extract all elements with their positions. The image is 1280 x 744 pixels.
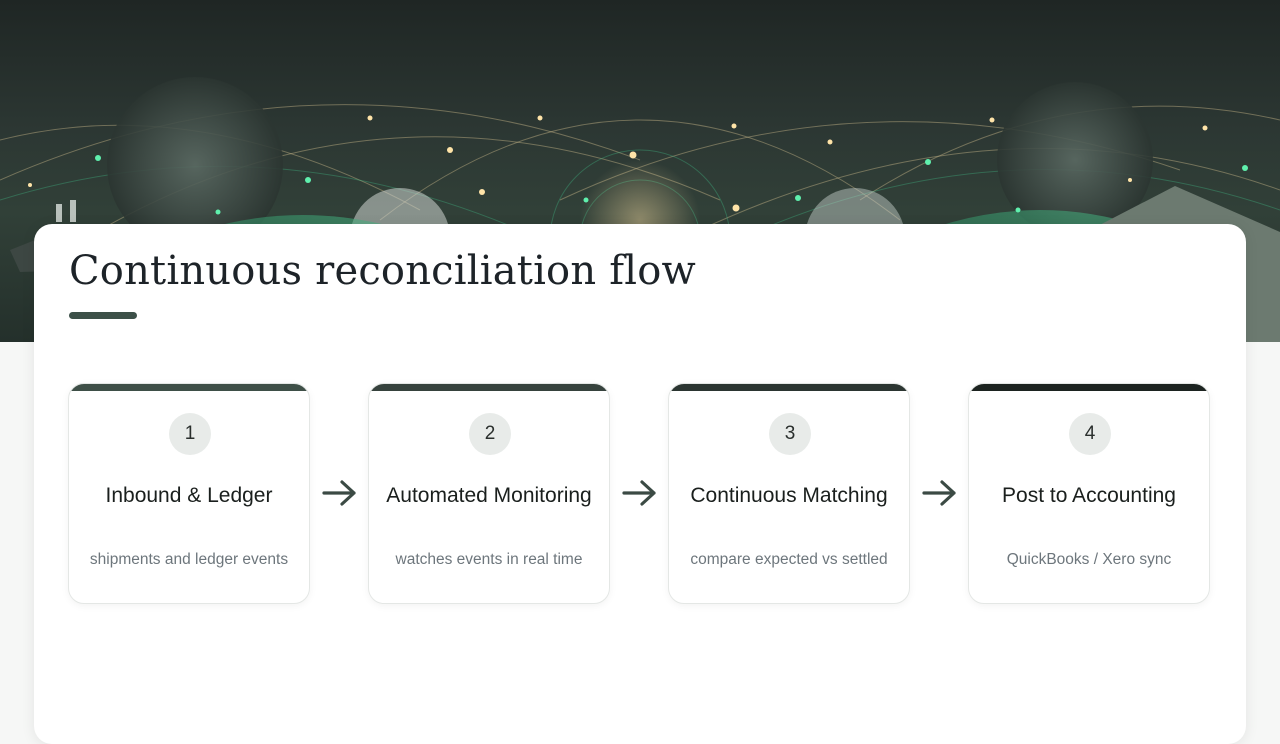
step-card-1: 1 Inbound & Ledger shipments and ledger … bbox=[68, 383, 310, 604]
step-card-accent-bar bbox=[669, 384, 909, 391]
content-panel: Continuous reconciliation flow 1 Inbound… bbox=[34, 224, 1246, 744]
step-number-badge: 4 bbox=[1069, 413, 1111, 455]
step-description: compare expected vs settled bbox=[690, 550, 888, 568]
step-description: watches events in real time bbox=[395, 550, 583, 568]
step-title: Post to Accounting bbox=[1002, 484, 1176, 507]
step-description: shipments and ledger events bbox=[89, 550, 289, 568]
step-title: Continuous Matching bbox=[690, 484, 888, 507]
step-card-accent-bar bbox=[69, 384, 309, 391]
step-description: QuickBooks / Xero sync bbox=[1006, 550, 1172, 568]
page-title: Continuous reconciliation flow bbox=[69, 248, 696, 294]
step-card-3: 3 Continuous Matching compare expected v… bbox=[668, 383, 910, 604]
step-title: Automated Monitoring bbox=[386, 484, 592, 507]
arrow-right-icon bbox=[622, 480, 656, 506]
step-card-4: 4 Post to Accounting QuickBooks / Xero s… bbox=[968, 383, 1210, 604]
arrow-right-icon bbox=[322, 480, 356, 506]
title-underline bbox=[69, 312, 137, 319]
step-title: Inbound & Ledger bbox=[105, 484, 273, 507]
arrow-right-icon bbox=[922, 480, 956, 506]
step-number-badge: 1 bbox=[169, 413, 211, 455]
step-card-accent-bar bbox=[369, 384, 609, 391]
step-card-accent-bar bbox=[969, 384, 1209, 391]
step-card-2: 2 Automated Monitoring watches events in… bbox=[368, 383, 610, 604]
step-number-badge: 2 bbox=[469, 413, 511, 455]
step-number-badge: 3 bbox=[769, 413, 811, 455]
